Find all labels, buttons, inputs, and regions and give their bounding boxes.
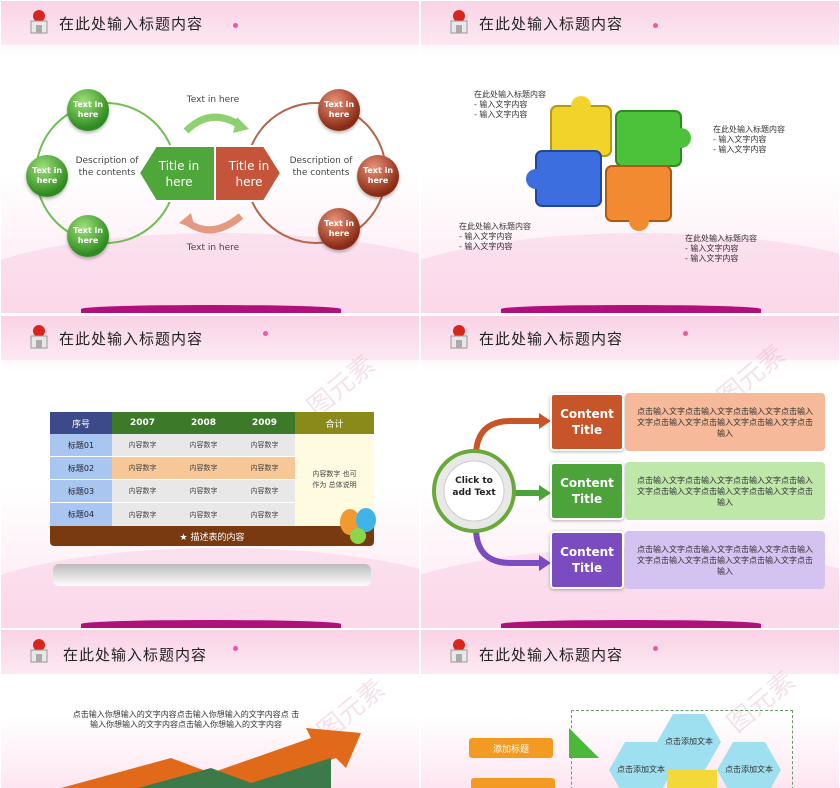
house-logo-icon <box>450 325 468 349</box>
house-logo-icon <box>30 325 48 349</box>
description-right: Description of the contents <box>289 156 353 178</box>
bottom-bar <box>501 305 761 313</box>
title-tag-2 <box>471 778 555 788</box>
text-ball[interactable]: Text in here <box>318 208 360 250</box>
slide-4[interactable]: 在此处输入标题内容 图元素 Click to add Text Content … <box>421 316 839 628</box>
table-row: 标题04 内容数字 内容数字 内容数字 <box>50 503 295 526</box>
arrow-connectors <box>432 413 551 571</box>
content-title[interactable]: Content Title <box>550 531 624 589</box>
table-footer: ★ 描述表的内容 <box>50 526 374 546</box>
slide-2[interactable]: 在此处输入标题内容 在此处输入标题内容- 输入文字内容- 输入文字内容 在此处输… <box>421 1 839 313</box>
green-arrow <box>569 728 599 758</box>
decor-dot <box>653 646 658 651</box>
decor-dot <box>233 646 238 651</box>
decor-dot <box>233 23 238 28</box>
text-ball[interactable]: Text in here <box>318 89 360 131</box>
house-logo-icon <box>30 639 48 663</box>
bottom-bar <box>81 620 341 628</box>
table-row: 标题01 内容数字 内容数字 内容数字 <box>50 434 295 457</box>
house-logo-icon <box>30 10 48 34</box>
table-header: 序号 <box>50 412 112 434</box>
content-title[interactable]: Content Title <box>550 393 624 451</box>
slide-6[interactable]: 在此处输入标题内容 图元素 添加标题 点击添加文本 点击添加文本 点击添加文本 <box>421 630 839 788</box>
text-block: 在此处输入标题内容- 输入文字内容- 输入文字内容 <box>459 222 531 251</box>
wave <box>1 31 419 91</box>
text-ball[interactable]: Text in here <box>357 155 399 197</box>
text-ball[interactable]: Text in here <box>26 155 68 197</box>
wave <box>1 346 419 406</box>
slide-title: 在此处输入标题内容 <box>479 330 624 348</box>
slide-1[interactable]: 在此处输入标题内容 Text in here Text in here Text… <box>1 1 419 313</box>
slide-title: 在此处输入标题内容 <box>479 646 624 664</box>
body-text: 点击输入你想输入的文字内容点击输入你想输入的文字内容点 击输入你想输入的文字内容… <box>72 710 300 729</box>
text-block: 在此处输入标题内容- 输入文字内容- 输入文字内容 <box>474 90 546 119</box>
description-left: Description of the contents <box>75 156 139 178</box>
cycle-diagram <box>35 102 387 244</box>
table-row: 标题02 内容数字 内容数字 内容数字 <box>50 457 295 480</box>
data-table: 序号 2007 2008 2009 合计 标题01 内容数字 内容数字 内容数字… <box>50 412 374 546</box>
butterfly-icon <box>340 508 376 544</box>
slide-title: 在此处输入标题内容 <box>479 15 624 33</box>
text-ball[interactable]: Text in here <box>67 215 109 257</box>
table-header: 合计 <box>295 412 374 434</box>
title-right[interactable]: Title in here <box>228 159 270 189</box>
top-text: Text in here <box>186 95 240 105</box>
wave <box>1 548 419 628</box>
table-header: 2008 <box>173 412 234 434</box>
slide-title: 在此处输入标题内容 <box>59 330 204 348</box>
content-title[interactable]: Content Title <box>550 462 624 520</box>
bottom-text: Text in here <box>186 243 240 253</box>
wave <box>421 233 839 313</box>
slide-5[interactable]: 在此处输入标题内容 图元素 点击输入你想输入的文字内容点击输入你想输入的文字内容… <box>1 630 419 788</box>
decor-dot <box>263 331 268 336</box>
wave <box>1 660 419 720</box>
decor-dot <box>683 331 688 336</box>
content-body[interactable]: 点击输入文字点击输入文字点击输入文字点击输入文字点击输入文字点击输入文字点击输入… <box>625 393 825 451</box>
content-body[interactable]: 点击输入文字点击输入文字点击输入文字点击输入文字点击输入文字点击输入文字点击输入… <box>625 531 825 589</box>
yellow-hex <box>667 770 717 788</box>
bottom-bar <box>81 305 341 313</box>
house-logo-icon <box>450 10 468 34</box>
center-button[interactable]: Click to add Text <box>452 476 496 498</box>
text-block: 在此处输入标题内容- 输入文字内容- 输入文字内容 <box>685 234 757 263</box>
growth-arrow-graphic <box>61 728 361 788</box>
decor-dot <box>653 23 658 28</box>
title-tag[interactable]: 添加标题 <box>469 738 553 758</box>
slide-title: 在此处输入标题内容 <box>59 15 204 33</box>
slide-title: 在此处输入标题内容 <box>63 646 208 664</box>
wave <box>421 660 839 720</box>
hex-cell[interactable]: 点击添加文本 <box>657 714 721 770</box>
text-block: 在此处输入标题内容- 输入文字内容- 输入文字内容 <box>713 125 785 154</box>
wave <box>421 31 839 91</box>
bottom-bar <box>501 620 761 628</box>
puzzle-graphic <box>526 96 691 231</box>
text-ball[interactable]: Text in here <box>67 89 109 131</box>
table-header: 2009 <box>234 412 295 434</box>
table-shadow <box>53 564 371 586</box>
content-body[interactable]: 点击输入文字点击输入文字点击输入文字点击输入文字点击输入文字点击输入文字点击输入… <box>625 462 825 520</box>
table-header: 2007 <box>112 412 173 434</box>
slide-3[interactable]: 在此处输入标题内容 图元素 序号 2007 2008 2009 合计 标题01 … <box>1 316 419 628</box>
table-row: 标题03 内容数字 内容数字 内容数字 <box>50 480 295 503</box>
house-logo-icon <box>450 639 468 663</box>
title-left[interactable]: Title in here <box>158 159 200 189</box>
